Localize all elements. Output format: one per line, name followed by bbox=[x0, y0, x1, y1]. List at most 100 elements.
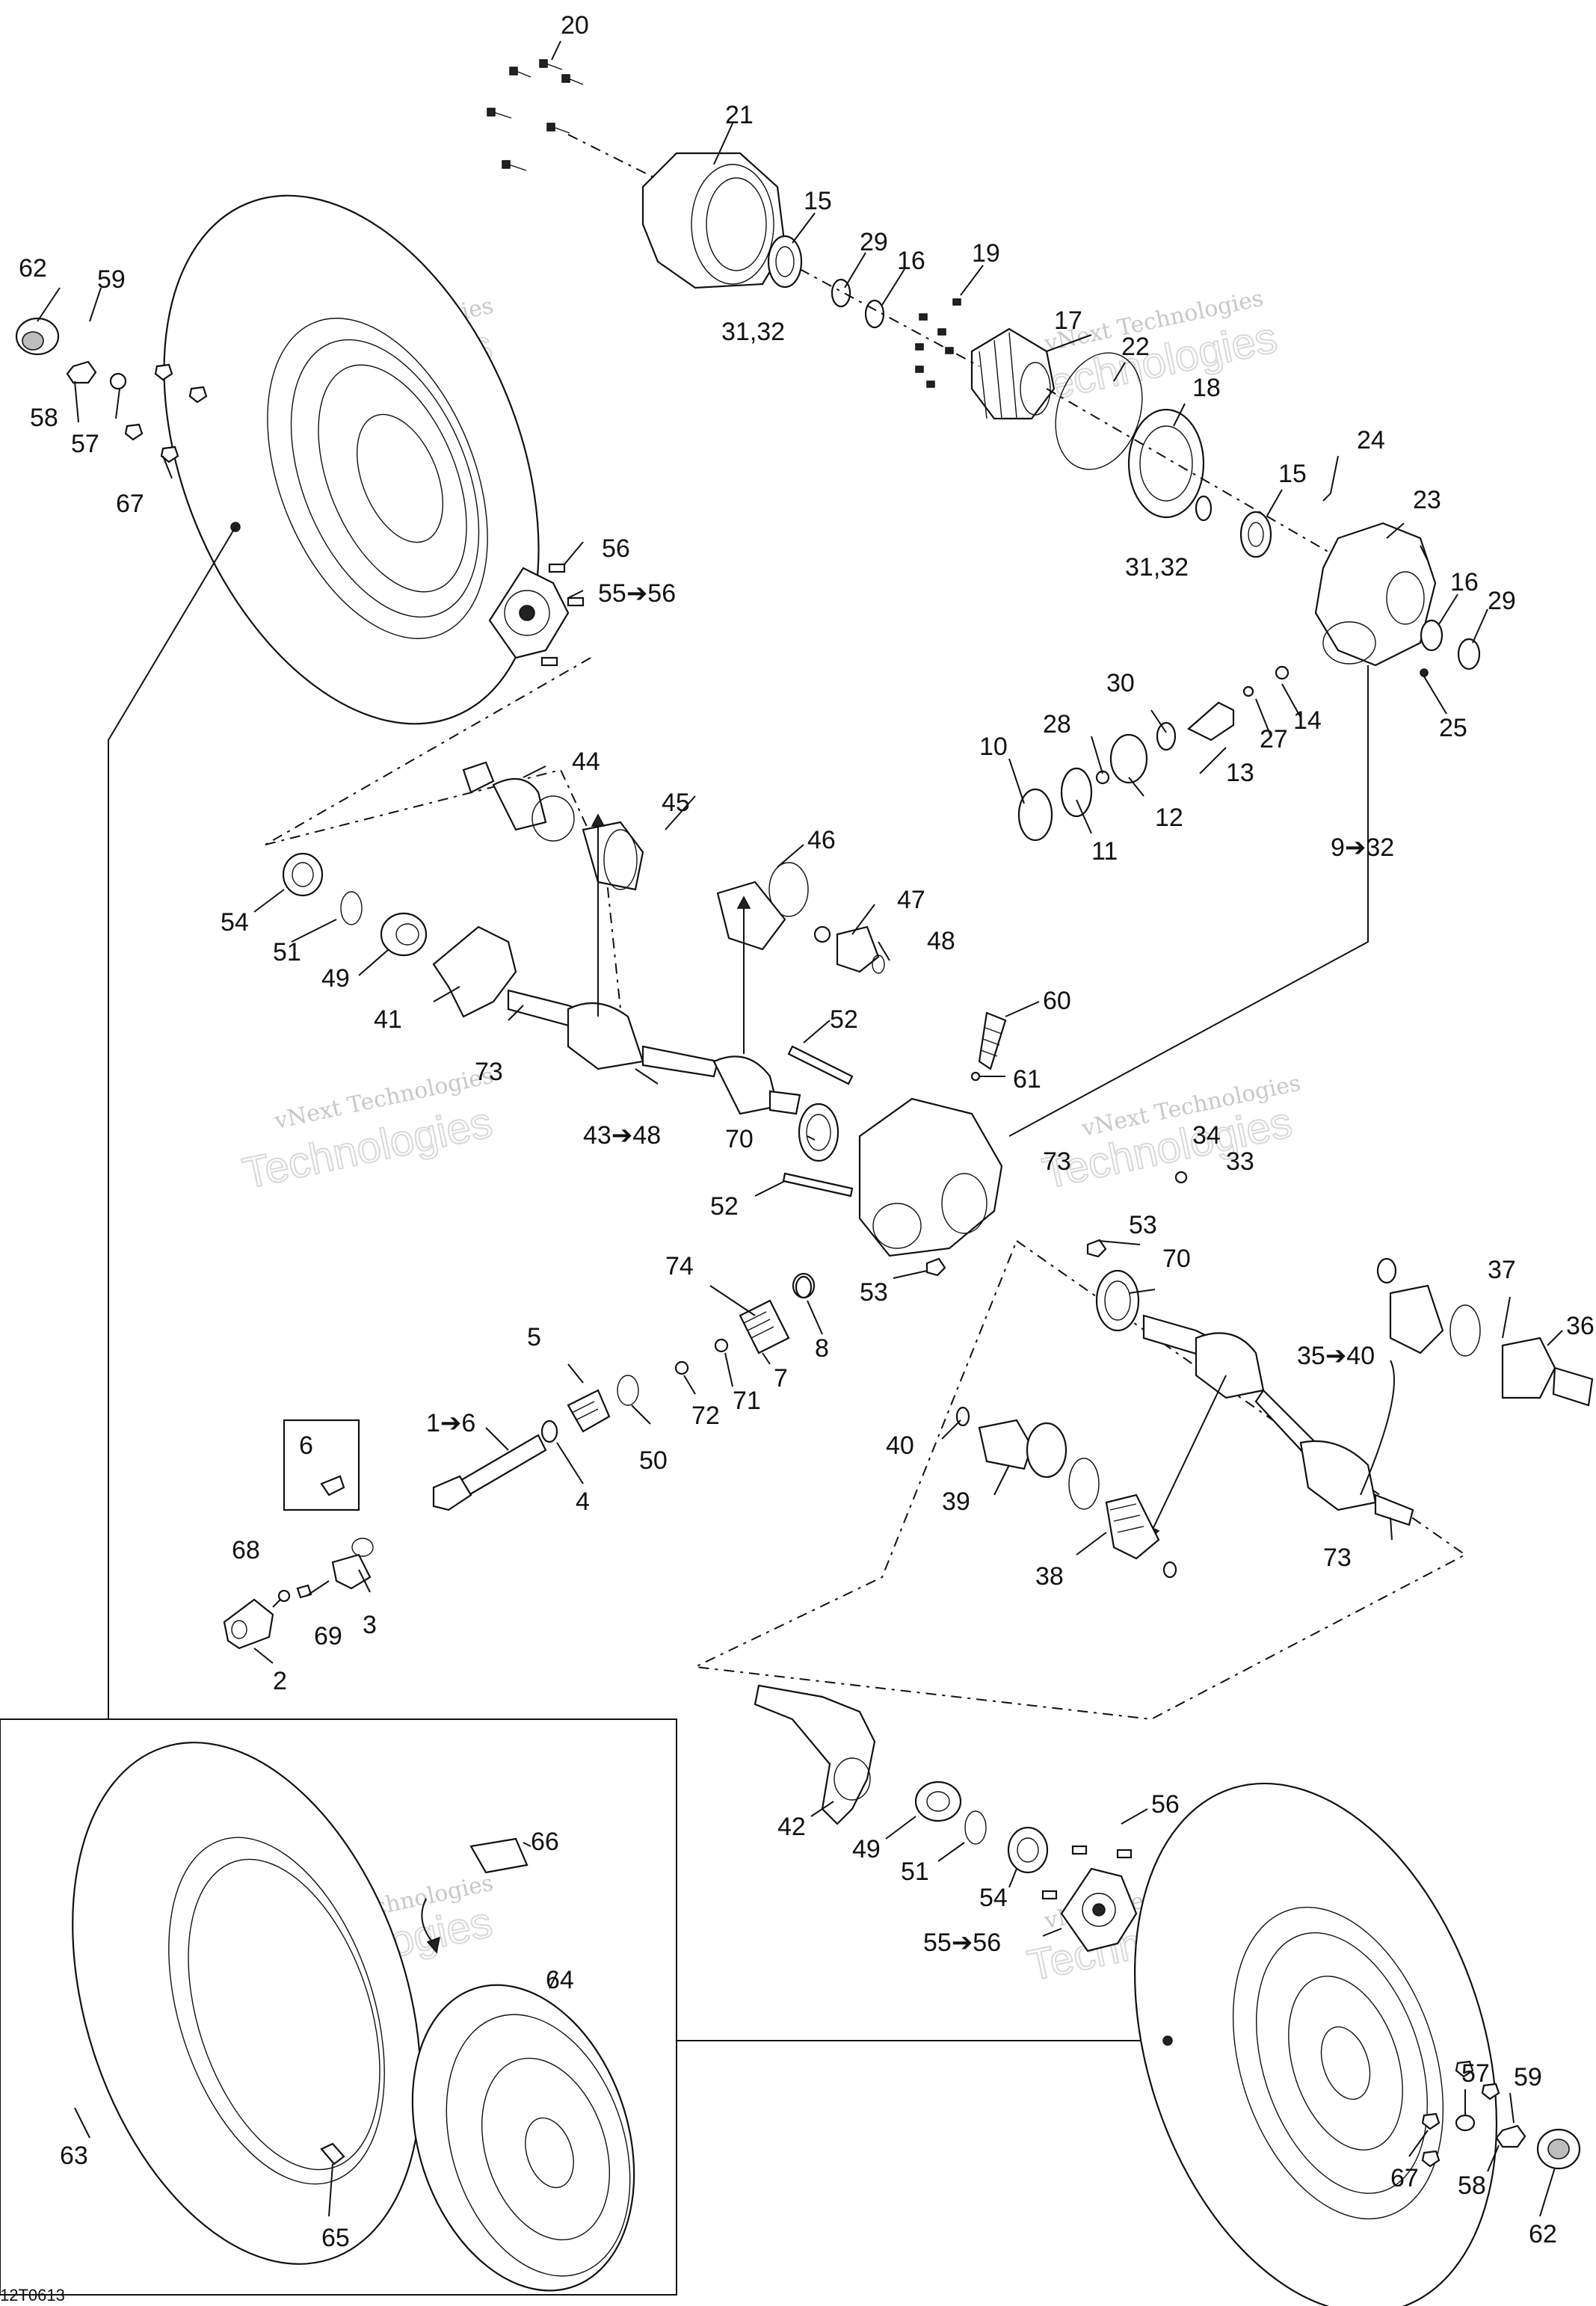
label-6: 6 bbox=[299, 1431, 313, 1460]
label-53: 53 bbox=[1129, 1211, 1157, 1239]
label-56b: 56 bbox=[1151, 1790, 1180, 1819]
label-11: 11 bbox=[1091, 837, 1118, 866]
label-43-48: 43➔48 bbox=[583, 1121, 661, 1150]
bottom-right-wheel bbox=[1134, 1782, 1581, 2306]
bolts-20 bbox=[487, 59, 584, 171]
label-33: 33 bbox=[1226, 1147, 1254, 1176]
label-1-6: 1➔6 bbox=[426, 1409, 475, 1437]
label-21: 21 bbox=[725, 101, 754, 129]
label-67: 67 bbox=[116, 490, 144, 518]
diagram-id: 12T0613 bbox=[0, 2286, 65, 2305]
label-48: 48 bbox=[927, 927, 955, 955]
label-20: 20 bbox=[561, 11, 589, 40]
label-65: 65 bbox=[321, 2224, 350, 2252]
label-27: 27 bbox=[1260, 725, 1288, 753]
label-34: 34 bbox=[1192, 1121, 1221, 1150]
label-74: 74 bbox=[665, 1252, 694, 1280]
label-64: 64 bbox=[546, 1966, 574, 1994]
lug-nuts-top-left bbox=[15, 317, 208, 463]
label-39: 39 bbox=[942, 1488, 970, 1516]
wheel-hub-top bbox=[488, 563, 585, 667]
label-31-32: 31,32 bbox=[721, 318, 785, 346]
label-73b: 73 bbox=[1043, 1147, 1071, 1176]
label-47: 47 bbox=[897, 886, 925, 914]
label-15b: 15 bbox=[1278, 460, 1307, 488]
label-37: 37 bbox=[1488, 1256, 1516, 1284]
label-52b: 52 bbox=[710, 1192, 739, 1221]
label-73: 73 bbox=[475, 1058, 503, 1086]
label-22: 22 bbox=[1121, 333, 1150, 361]
label-35-40: 35➔40 bbox=[1297, 1342, 1375, 1370]
label-2: 2 bbox=[273, 1667, 287, 1695]
label-59b: 59 bbox=[1514, 2063, 1542, 2091]
inset-tire-rim-box bbox=[0, 1718, 677, 2296]
left-drive-axle bbox=[282, 761, 885, 1115]
label-5: 5 bbox=[527, 1323, 541, 1351]
label-45: 45 bbox=[662, 789, 690, 817]
label-31-32b: 31,32 bbox=[1125, 553, 1189, 582]
label-57: 57 bbox=[71, 430, 99, 458]
label-29: 29 bbox=[860, 228, 888, 256]
label-58b: 58 bbox=[1458, 2171, 1486, 2200]
label-50: 50 bbox=[639, 1446, 668, 1475]
label-28: 28 bbox=[1043, 710, 1071, 739]
guide-lines bbox=[0, 134, 1467, 2041]
bolts-19 bbox=[915, 298, 961, 388]
label-66: 66 bbox=[531, 1828, 559, 1856]
label-68: 68 bbox=[232, 1536, 260, 1564]
label-67b: 67 bbox=[1390, 2164, 1419, 2192]
label-19: 19 bbox=[972, 239, 1000, 268]
label-leaders bbox=[37, 40, 1563, 2217]
label-70b: 70 bbox=[1162, 1245, 1191, 1273]
label-9-32: 9➔32 bbox=[1331, 833, 1394, 862]
label-53b: 53 bbox=[860, 1278, 888, 1307]
label-63: 63 bbox=[60, 2142, 88, 2170]
label-44: 44 bbox=[572, 747, 600, 776]
label-54: 54 bbox=[221, 908, 249, 937]
label-58: 58 bbox=[30, 404, 58, 432]
part-labels: 20 21 15 29 16 19 31,32 17 22 18 24 15 2… bbox=[0, 11, 1595, 2305]
label-57b: 57 bbox=[1461, 2059, 1490, 2088]
label-55-56: 55➔56 bbox=[598, 579, 676, 608]
label-24: 24 bbox=[1357, 426, 1385, 454]
front-differential-housing-top bbox=[487, 59, 1481, 842]
label-40: 40 bbox=[886, 1431, 914, 1460]
label-69: 69 bbox=[314, 1622, 342, 1650]
label-61: 61 bbox=[1013, 1065, 1041, 1094]
label-46: 46 bbox=[807, 826, 836, 854]
label-38: 38 bbox=[1035, 1562, 1064, 1591]
label-3: 3 bbox=[363, 1611, 377, 1639]
label-7: 7 bbox=[774, 1364, 788, 1393]
label-49b: 49 bbox=[852, 1835, 881, 1863]
label-14: 14 bbox=[1293, 706, 1322, 735]
label-16b: 16 bbox=[1450, 568, 1479, 596]
right-drive-axle bbox=[955, 1257, 1594, 1579]
label-18: 18 bbox=[1192, 374, 1221, 402]
label-51b: 51 bbox=[901, 1858, 929, 1886]
label-60: 60 bbox=[1043, 987, 1071, 1015]
label-70: 70 bbox=[725, 1125, 754, 1153]
label-16: 16 bbox=[897, 247, 925, 275]
label-54b: 54 bbox=[979, 1884, 1008, 1912]
label-4: 4 bbox=[576, 1488, 590, 1516]
label-59: 59 bbox=[97, 265, 126, 294]
label-10: 10 bbox=[979, 733, 1008, 761]
label-17: 17 bbox=[1054, 306, 1082, 335]
label-29b: 29 bbox=[1488, 587, 1516, 615]
label-25: 25 bbox=[1439, 714, 1467, 742]
label-55-56b: 55➔56 bbox=[923, 1929, 1001, 1957]
label-52: 52 bbox=[830, 1005, 858, 1034]
label-56: 56 bbox=[602, 534, 630, 563]
lower-knuckle-group bbox=[754, 1684, 1138, 1952]
label-23: 23 bbox=[1413, 486, 1441, 514]
label-42: 42 bbox=[777, 1813, 806, 1841]
label-41: 41 bbox=[374, 1005, 402, 1034]
label-13: 13 bbox=[1226, 759, 1254, 787]
label-8: 8 bbox=[815, 1334, 829, 1363]
label-71: 71 bbox=[733, 1387, 761, 1415]
label-51: 51 bbox=[273, 938, 301, 967]
label-49: 49 bbox=[321, 964, 350, 993]
label-62b: 62 bbox=[1529, 2220, 1557, 2248]
top-left-wheel bbox=[163, 194, 540, 725]
